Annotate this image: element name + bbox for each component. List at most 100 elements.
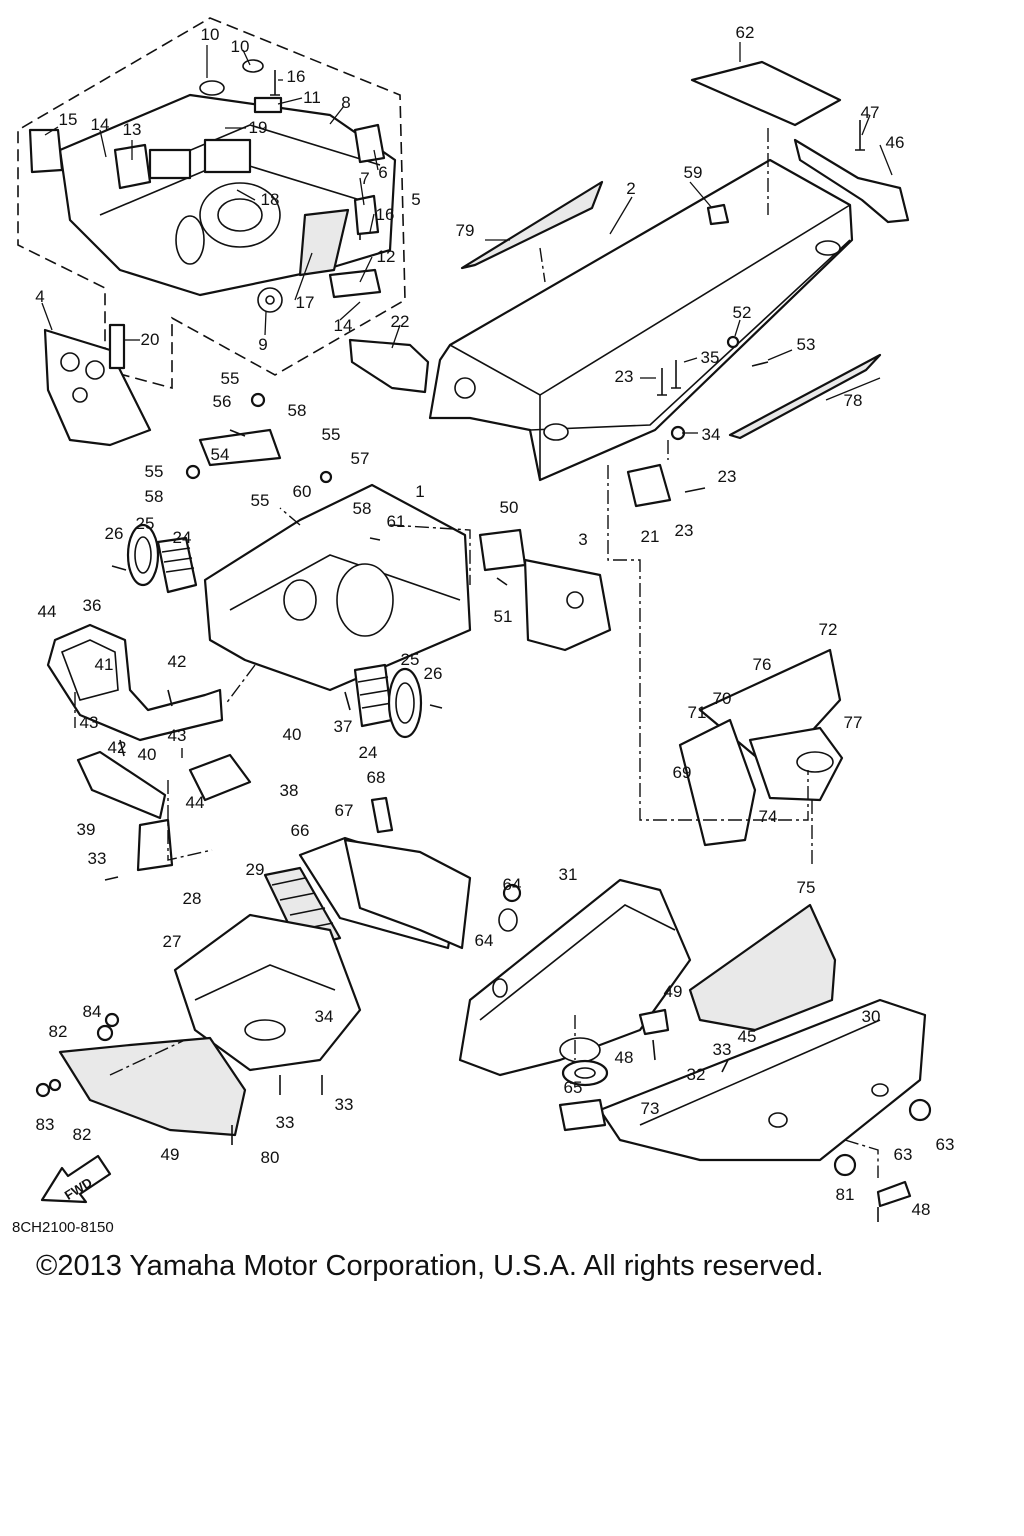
- callout-label: 10: [231, 37, 250, 56]
- callout-label: 55: [322, 425, 341, 444]
- parts-24-25-right: [353, 663, 423, 739]
- callout-label: 82: [49, 1022, 68, 1041]
- callout-label: 5: [411, 190, 420, 209]
- callout-label: 51: [494, 607, 513, 626]
- callout-label: 23: [718, 467, 737, 486]
- callout-label: 43: [80, 713, 99, 732]
- callout-label: 26: [105, 524, 124, 543]
- callout-label: 24: [359, 743, 378, 762]
- callout-label: 33: [276, 1113, 295, 1132]
- callout-label: 9: [258, 335, 267, 354]
- callout-label: 25: [136, 514, 155, 533]
- callout-label: 78: [844, 391, 863, 410]
- callout-label: 63: [936, 1135, 955, 1154]
- callout-label: 18: [261, 190, 280, 209]
- part-80-skid: [58, 1036, 247, 1137]
- callout-label: 54: [211, 445, 230, 464]
- part-30-sidepan: [598, 998, 927, 1162]
- callout-label: 57: [351, 449, 370, 468]
- part-75-panel: [688, 903, 837, 1032]
- callout-label: 44: [186, 793, 205, 812]
- callout-label: 38: [280, 781, 299, 800]
- part-4-bracket: [43, 323, 152, 447]
- callout-label: 65: [564, 1078, 583, 1097]
- callout-label: 24: [173, 528, 192, 547]
- callout-label: 59: [684, 163, 703, 182]
- callout-label: 55: [251, 491, 270, 510]
- part-36-bumper: [46, 623, 224, 742]
- callout-label: 58: [353, 499, 372, 518]
- callout-label: 31: [559, 865, 578, 884]
- callout-label: 8: [341, 93, 350, 112]
- callout-label: 62: [736, 23, 755, 42]
- callout-label: 29: [246, 860, 265, 879]
- callout-label: 17: [296, 293, 315, 312]
- callout-label: 34: [315, 1007, 334, 1026]
- callout-label: 23: [615, 367, 634, 386]
- callout-label: 32: [687, 1065, 706, 1084]
- callout-label: 1: [415, 482, 424, 501]
- callout-label: 41: [95, 655, 114, 674]
- diagram-code: 8CH2100-8150: [12, 1219, 114, 1236]
- callout-label: 28: [183, 889, 202, 908]
- callout-label: 6: [378, 163, 387, 182]
- callout-label: 76: [753, 655, 772, 674]
- callout-label: 79: [456, 221, 475, 240]
- callout-label: 66: [291, 821, 310, 840]
- copyright-notice: ©2013 Yamaha Motor Corporation, U.S.A. A…: [36, 1250, 824, 1282]
- callout-label: 71: [688, 703, 707, 722]
- parts-66-68-panels: [298, 796, 472, 950]
- callout-label: 61: [387, 512, 406, 531]
- callout-label: 50: [500, 498, 519, 517]
- callout-label: 53: [797, 335, 816, 354]
- subassembly-boundary: [17, 17, 406, 390]
- callout-label: 81: [836, 1185, 855, 1204]
- callout-label: 75: [797, 878, 816, 897]
- part-22-plate: [348, 338, 430, 394]
- callout-label: 30: [862, 1007, 881, 1026]
- callout-label: 58: [288, 401, 307, 420]
- fastener-bolts: [104, 70, 879, 1222]
- part-73-cover: [558, 1098, 607, 1132]
- callout-label: 56: [213, 392, 232, 411]
- callout-label: 12: [377, 247, 396, 266]
- callout-label: 33: [335, 1095, 354, 1114]
- callout-label: 23: [675, 521, 694, 540]
- front-frame-subassembly: [28, 59, 397, 313]
- parts-24-25-left: [126, 523, 198, 594]
- part-38-bracket: [188, 753, 252, 802]
- callout-label: 22: [391, 312, 410, 331]
- callout-label: 7: [360, 169, 369, 188]
- callout-label: 64: [475, 931, 494, 950]
- callout-label: 37: [334, 717, 353, 736]
- callout-label: 43: [168, 726, 187, 745]
- callout-label: 73: [641, 1099, 660, 1118]
- exploded-parts-diagram: FWD 8CH2100-8150 10101611815141319765181…: [12, 17, 954, 1236]
- callout-label: 49: [664, 982, 683, 1001]
- callout-label: 39: [77, 820, 96, 839]
- callout-label: 42: [168, 652, 187, 671]
- part-31-bellypan: [458, 878, 692, 1077]
- callout-label: 25: [401, 650, 420, 669]
- tunnel-part-2: [428, 60, 910, 508]
- part-27-nosepan: [173, 913, 362, 1072]
- callout-label: 34: [702, 425, 721, 444]
- callout-label: 72: [819, 620, 838, 639]
- callout-label: 45: [738, 1027, 757, 1046]
- callout-label: 63: [894, 1145, 913, 1164]
- callout-label: 35: [701, 348, 720, 367]
- callout-label: 15: [59, 110, 78, 129]
- callout-label: 16: [287, 67, 306, 86]
- callout-label: 27: [163, 932, 182, 951]
- parts-69-77-cover: [678, 648, 844, 847]
- part-28-mount: [136, 818, 174, 872]
- callout-label: 83: [36, 1115, 55, 1134]
- callout-label: 40: [138, 745, 157, 764]
- callout-label: 55: [221, 369, 240, 388]
- callout-label: 14: [334, 316, 353, 335]
- part-65-grommet: [561, 1059, 609, 1087]
- callout-label: 44: [38, 602, 57, 621]
- callout-label: 33: [88, 849, 107, 868]
- callout-label: 58: [145, 487, 164, 506]
